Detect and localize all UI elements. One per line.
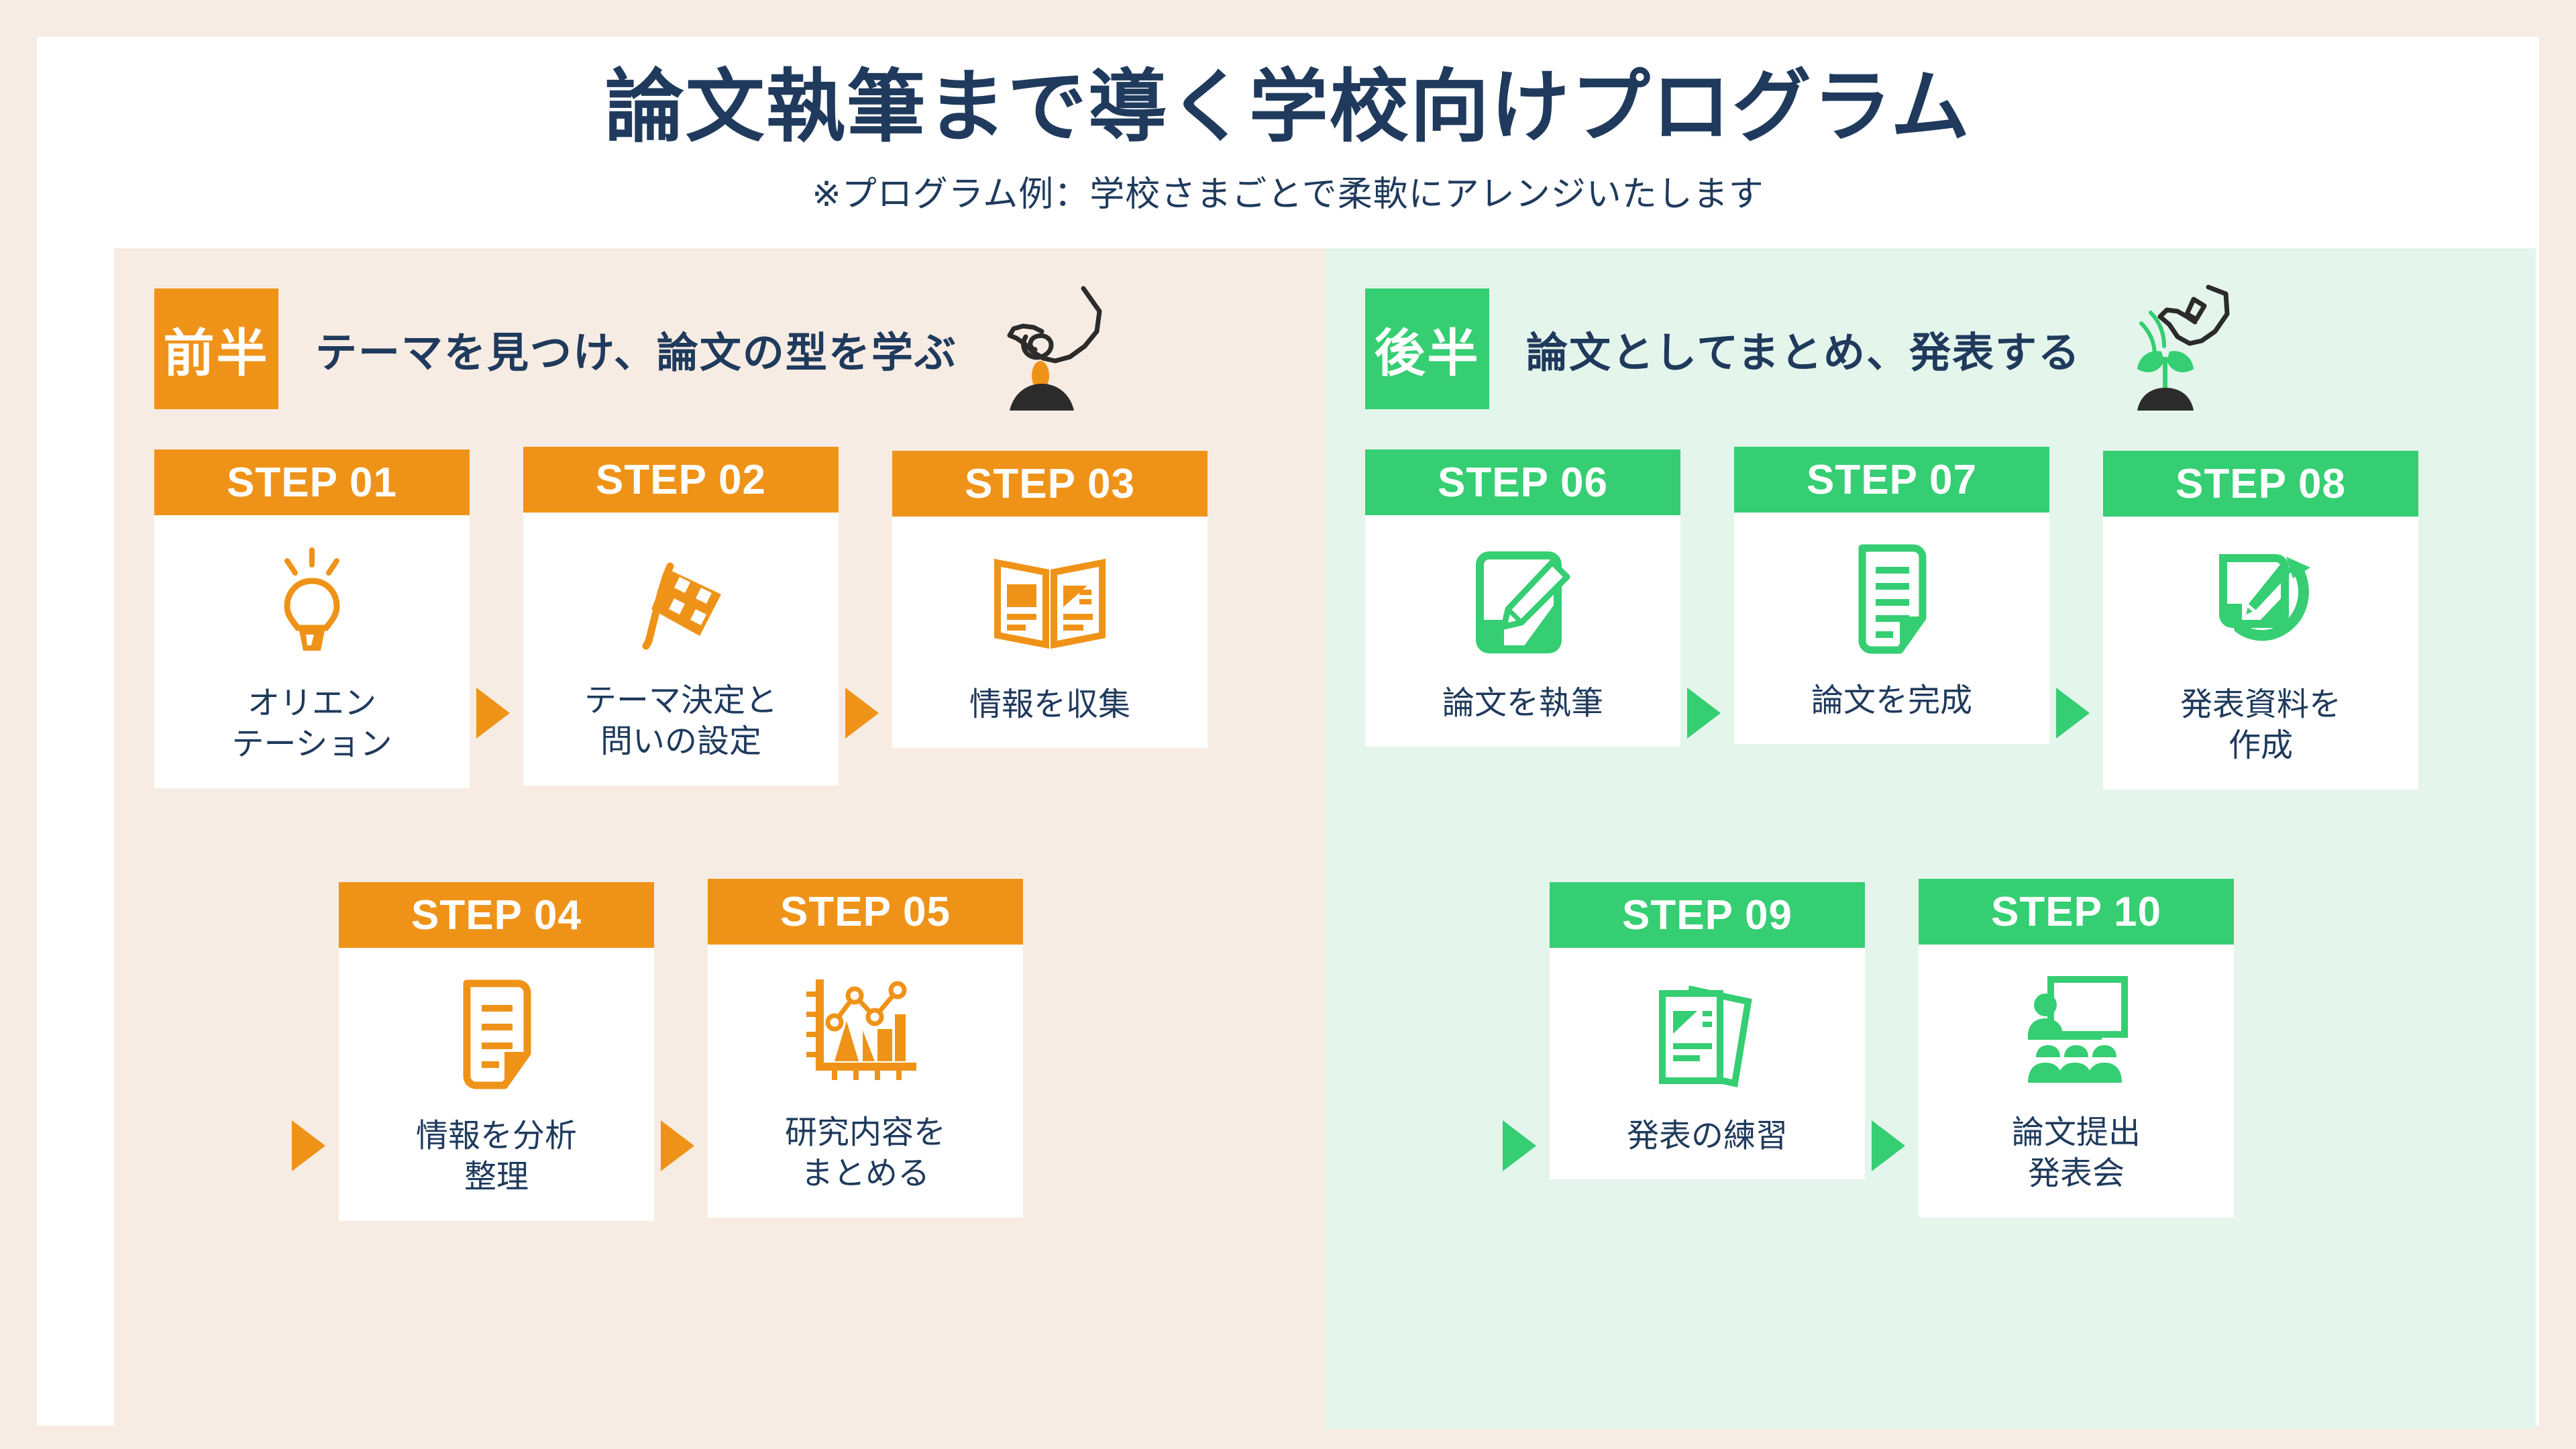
step-number-04: STEP 04 xyxy=(339,882,654,948)
step-number-07: STEP 07 xyxy=(1734,447,2049,513)
page-subtitle: ※プログラム例：学校さまごとで柔軟にアレンジいたします xyxy=(812,174,1764,214)
bar-line-chart-icon xyxy=(805,967,926,1095)
step-label-05: 研究内容を まとめる xyxy=(784,1115,946,1192)
title-block: 論文執筆まで導く学校向けプログラム ※プログラム例：学校さまごとで柔軟にアレンジ… xyxy=(37,37,2539,216)
document-sheet-icon xyxy=(1845,535,1939,663)
open-book-icon xyxy=(989,539,1110,667)
program-panels: 前半 テーマを見つけ、論文の型を学ぶ STEP 01 xyxy=(114,248,2536,1429)
flow-arrow-01-02 xyxy=(476,688,510,739)
section-title-first-half: テーマを見つけ、論文の型を学ぶ xyxy=(315,330,957,376)
step-card-01[interactable]: STEP 01 オリエン テーション xyxy=(154,449,470,788)
flow-arrow-06-07 xyxy=(1687,688,1721,739)
flow-arrow-09-10 xyxy=(1872,1120,1905,1171)
stacked-papers-icon xyxy=(1650,971,1764,1098)
document-lines-icon xyxy=(449,971,543,1098)
step-number-10: STEP 10 xyxy=(1919,879,2234,945)
step-number-09: STEP 09 xyxy=(1550,882,1865,948)
step-card-07[interactable]: STEP 07 論文を完成 xyxy=(1734,447,2049,745)
step-number-03: STEP 03 xyxy=(892,451,1208,517)
step-label-06: 論文を執筆 xyxy=(1442,686,1603,721)
step-number-05: STEP 05 xyxy=(708,879,1023,945)
step-label-01: オリエン テーション xyxy=(231,686,392,763)
step-number-08: STEP 08 xyxy=(2103,451,2418,517)
step-number-02: STEP 02 xyxy=(523,447,839,513)
flow-arrow-03-04 xyxy=(292,1120,325,1171)
step-number-01: STEP 01 xyxy=(154,449,470,515)
section-header-second-half: 後半 論文としてまとめ、発表する xyxy=(1365,282,2235,416)
pen-paper-arrow-icon xyxy=(2200,539,2321,667)
step-card-03[interactable]: STEP 03 xyxy=(892,451,1208,749)
step-card-10[interactable]: STEP 10 xyxy=(1919,879,2234,1218)
note-pencil-icon xyxy=(1469,538,1576,665)
panel-first-half: 前半 テーマを見つけ、論文の型を学ぶ STEP 01 xyxy=(114,248,1325,1429)
step-card-09[interactable]: STEP 09 発表の練習 xyxy=(1550,882,1865,1180)
section-header-first-half: 前半 テーマを見つけ、論文の型を学ぶ xyxy=(154,285,1112,413)
step-card-05[interactable]: STEP 05 xyxy=(708,879,1023,1218)
step-card-04[interactable]: STEP 04 情報を分析 整理 xyxy=(339,882,654,1221)
step-card-06[interactable]: STEP 06 論文を執筆 xyxy=(1365,449,1680,747)
step-label-09: 発表の練習 xyxy=(1626,1118,1788,1154)
step-label-10: 論文提出 発表会 xyxy=(2011,1115,2141,1192)
flow-arrow-07-08 xyxy=(2056,688,2090,739)
step-card-08[interactable]: STEP 08 発表資料を 作成 xyxy=(2103,451,2418,790)
hand-planting-seed-icon xyxy=(984,282,1112,416)
section-badge-second-half: 後半 xyxy=(1365,288,1489,409)
step-card-02[interactable]: STEP 02 テーマ決定と 問いの設定 xyxy=(523,447,839,786)
step-label-03: 情報を収集 xyxy=(969,687,1130,722)
page-title: 論文執筆まで導く学校向けプログラム xyxy=(604,63,1972,152)
lightbulb-icon xyxy=(262,538,362,665)
step-label-04: 情報を分析 整理 xyxy=(415,1118,577,1195)
step-number-06: STEP 06 xyxy=(1365,449,1680,515)
checkered-flag-icon xyxy=(621,535,741,663)
flow-arrow-02-03 xyxy=(845,688,879,739)
page-frame: 論文執筆まで導く学校向けプログラム ※プログラム例：学校さまごとで柔軟にアレンジ… xyxy=(37,37,2539,1429)
watering-can-sprout-icon xyxy=(2108,282,2235,416)
panel-second-half: 後半 論文としてまとめ、発表する xyxy=(1325,248,2536,1429)
step-label-08: 発表資料を 作成 xyxy=(2180,687,2341,764)
flow-arrow-04-05 xyxy=(661,1120,694,1171)
step-label-07: 論文を完成 xyxy=(1811,683,1972,718)
step-label-02: テーマ決定と 問いの設定 xyxy=(584,683,777,760)
flow-arrow-08-09 xyxy=(1503,1120,1536,1171)
section-badge-first-half: 前半 xyxy=(154,288,278,409)
section-title-second-half: 論文としてまとめ、発表する xyxy=(1526,330,2082,376)
presentation-audience-icon xyxy=(2016,967,2137,1095)
